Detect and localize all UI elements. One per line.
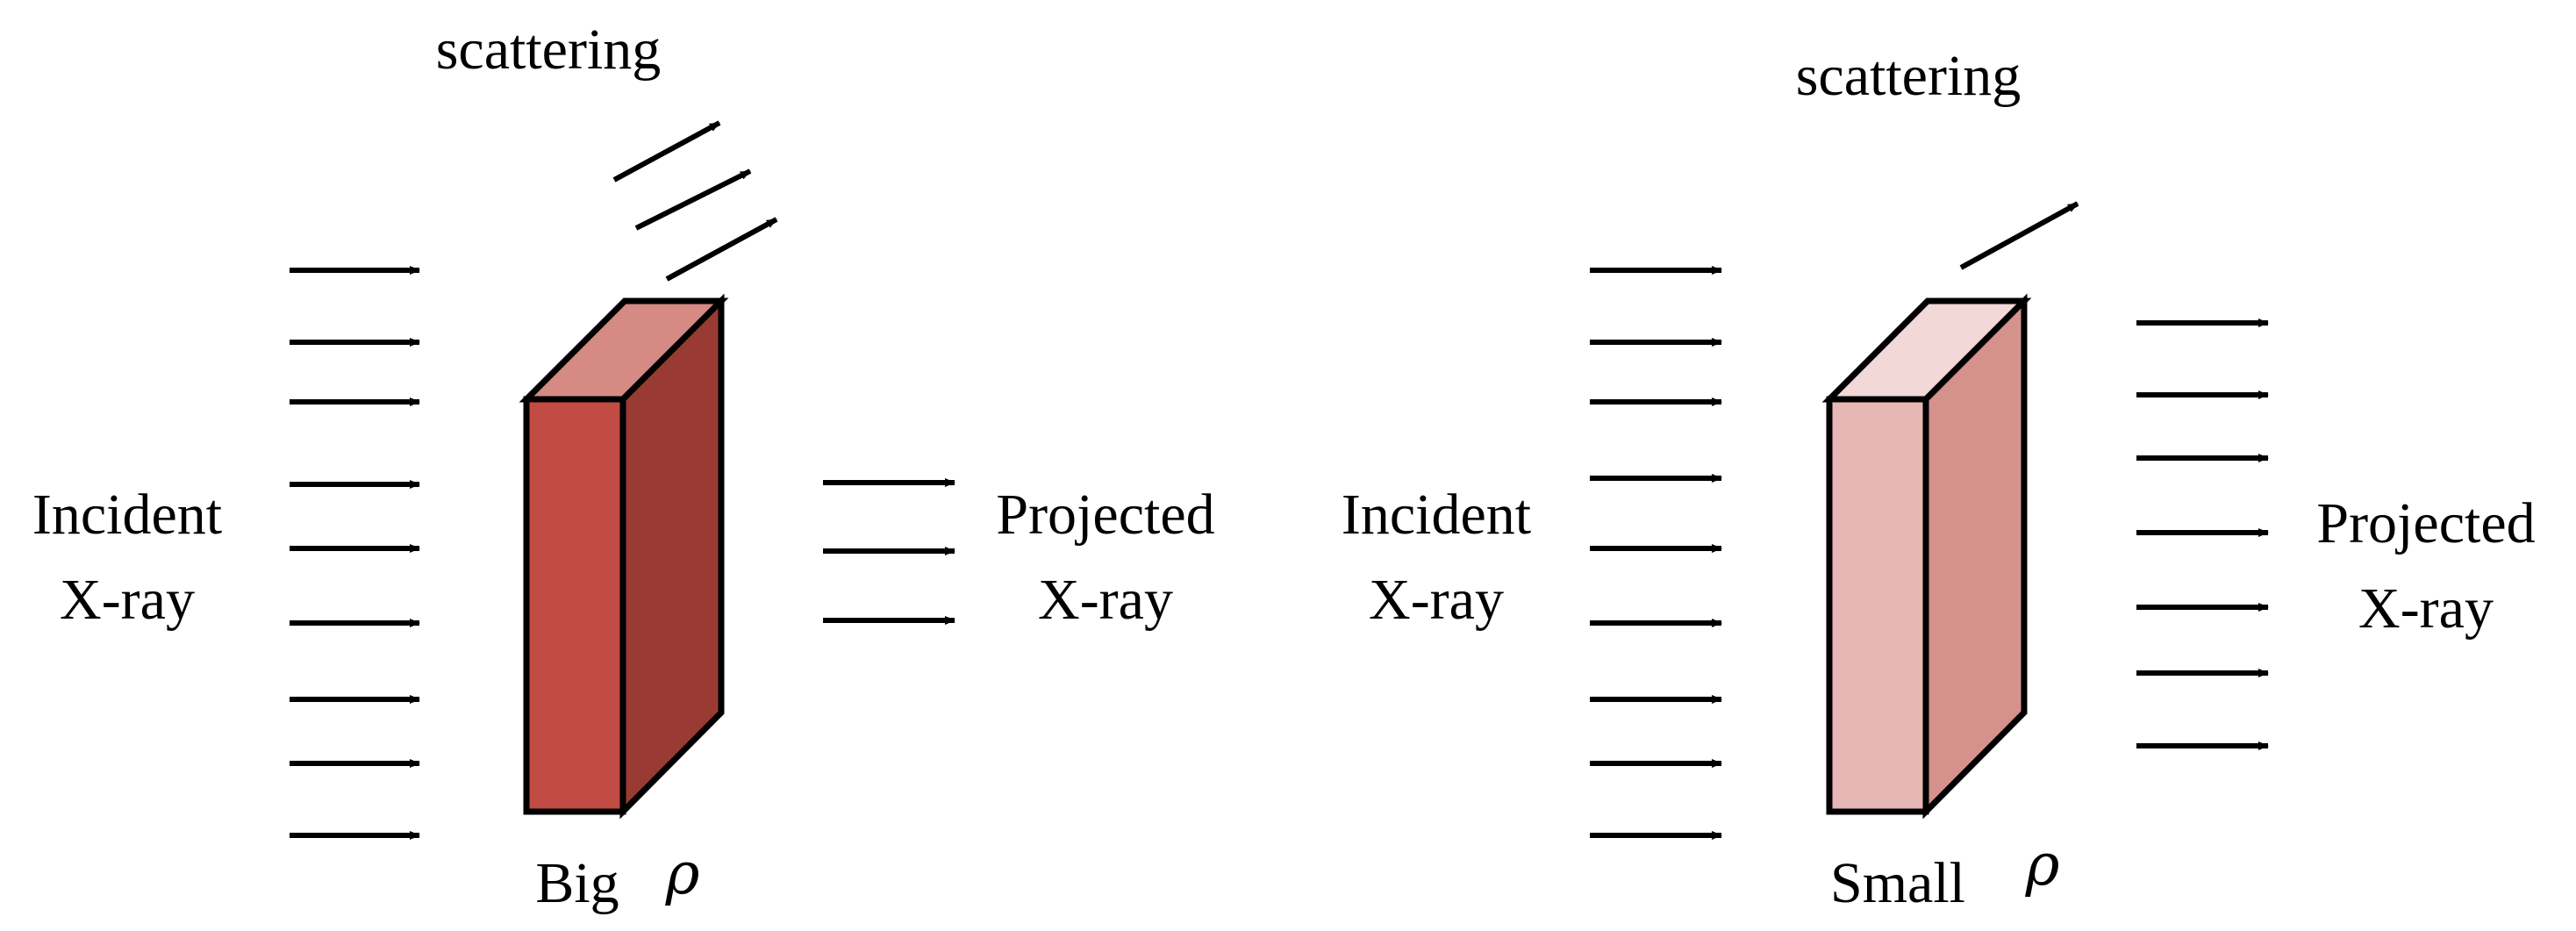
right-scattered-arrows xyxy=(1959,201,2079,270)
left-scattered-arrow xyxy=(634,168,752,231)
left-block-label: Big xyxy=(535,851,619,915)
left-density-block xyxy=(519,293,729,820)
left-scattered-arrows xyxy=(612,120,778,282)
left-incident-label-line2: X-ray xyxy=(60,568,195,632)
left-scattered-arrow xyxy=(665,217,778,282)
right-projected-label-line1: Projected xyxy=(2316,491,2535,555)
right-density-block xyxy=(1821,293,2032,820)
left-projected-arrows xyxy=(823,478,955,625)
left-panel: scattering Incident X-ray xyxy=(32,18,1215,915)
right-projected-label-line2: X-ray xyxy=(2358,577,2494,641)
right-scattered-arrow xyxy=(1959,201,2079,270)
right-incident-label-line2: X-ray xyxy=(1369,568,1504,632)
left-incident-label-line1: Incident xyxy=(32,483,222,547)
left-incident-arrows xyxy=(290,266,420,840)
left-scattering-label: scattering xyxy=(436,18,662,82)
left-block-front-face xyxy=(523,396,626,815)
left-projected-label-line1: Projected xyxy=(996,483,1214,547)
left-scattered-arrow xyxy=(612,120,721,183)
right-block-front-face xyxy=(1826,396,1929,815)
right-panel: scattering Incident X-ray xyxy=(1342,44,2536,915)
left-density-symbol: ρ xyxy=(665,840,700,907)
left-projected-label-line2: X-ray xyxy=(1038,568,1173,632)
right-block-side-face xyxy=(1922,293,2028,820)
right-scattering-label: scattering xyxy=(1796,44,2021,108)
right-block-label: Small xyxy=(1830,851,1965,915)
right-density-symbol: ρ xyxy=(2025,831,2060,899)
left-block-side-face xyxy=(619,293,725,820)
right-incident-label-line1: Incident xyxy=(1342,483,1531,547)
right-incident-arrows xyxy=(1590,266,1722,840)
right-projected-arrows xyxy=(2136,319,2269,750)
